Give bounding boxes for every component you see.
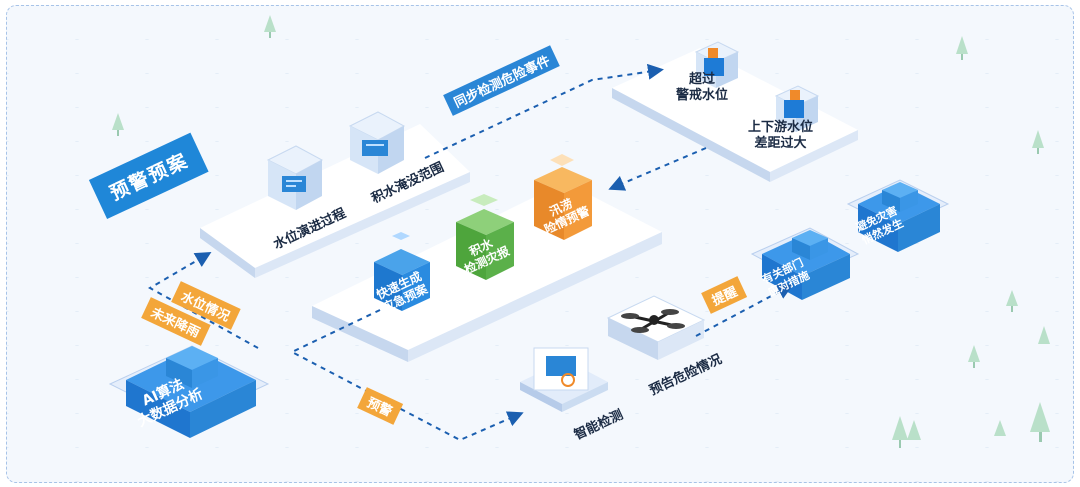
platform-right (612, 48, 858, 182)
ai-analysis-base (108, 345, 270, 438)
smart-detect-node (520, 347, 608, 412)
emergency-plan-box (374, 232, 430, 311)
drone-node (606, 295, 706, 360)
monitor-icon-1 (266, 145, 324, 210)
server-icon-1 (694, 41, 740, 88)
flood-warning-box (534, 154, 592, 240)
monitor-icon-2 (348, 111, 406, 174)
server-icon-2 (774, 85, 820, 132)
decorative-trees (112, 15, 1050, 448)
waterlogging-box (456, 194, 514, 280)
avoid-disaster-box (846, 179, 950, 252)
